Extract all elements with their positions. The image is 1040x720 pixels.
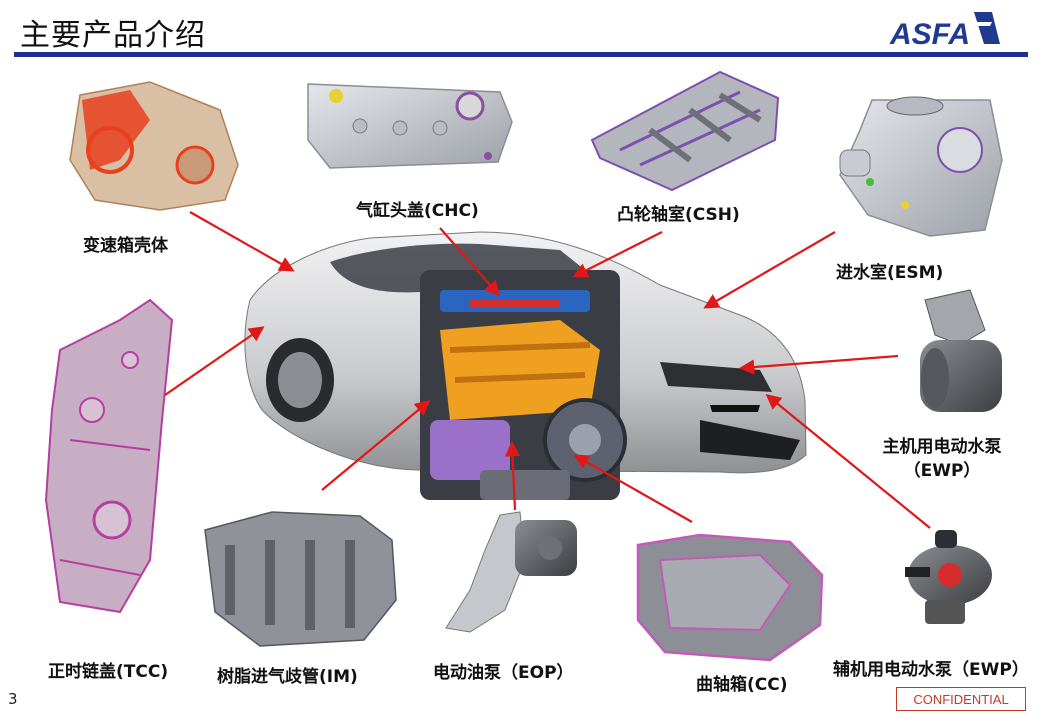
timing-chain-cover-image bbox=[44, 298, 174, 614]
water-inlet-housing-image bbox=[839, 96, 1003, 237]
slide-title: 主要产品介绍 bbox=[20, 18, 206, 53]
label-esm: 进水室(ESM) bbox=[836, 263, 944, 283]
arrow-chc bbox=[439, 227, 501, 297]
asfa-logo: ASFA bbox=[889, 12, 1000, 48]
confidential-badge: CONFIDENTIAL bbox=[896, 687, 1026, 711]
label-tcc: 正时链盖(TCC) bbox=[48, 662, 169, 682]
label-eop: 电动油泵（EOP） bbox=[433, 663, 574, 683]
page-number: 3 bbox=[8, 690, 18, 708]
arrow-im bbox=[321, 400, 431, 491]
label-im: 树脂进气歧管(IM) bbox=[217, 667, 358, 687]
arrow-tcc bbox=[164, 326, 265, 396]
pointer-arrows bbox=[164, 211, 931, 529]
auxiliary-electric-water-pump-image bbox=[905, 530, 992, 624]
arrow-eop bbox=[504, 440, 521, 511]
arrow-ewp-aux bbox=[765, 394, 931, 529]
title-rule bbox=[14, 52, 1028, 57]
arrow-esm bbox=[703, 231, 836, 309]
label-ewp-main-line1: 主机用电动水泵 bbox=[882, 437, 1002, 457]
label-csh: 凸轮轴室(CSH) bbox=[617, 205, 740, 225]
label-ewp-aux: 辅机用电动水泵（EWP） bbox=[833, 660, 1029, 680]
arrow-ewp-main bbox=[738, 354, 899, 375]
label-transmission-housing: 变速箱壳体 bbox=[83, 236, 168, 256]
transmission-housing-image bbox=[69, 81, 239, 211]
arrow-cc bbox=[573, 454, 693, 523]
label-chc: 气缸头盖(CHC) bbox=[356, 201, 479, 221]
logo-text: ASFA bbox=[889, 18, 970, 48]
intake-manifold-image bbox=[204, 511, 397, 647]
electric-oil-pump-image bbox=[445, 511, 577, 633]
cylinder-head-cover-image bbox=[307, 83, 513, 169]
camshaft-housing-image bbox=[590, 70, 780, 192]
label-cc: 曲轴箱(CC) bbox=[696, 675, 788, 695]
label-ewp-main-line2: （EWP） bbox=[903, 461, 981, 481]
crankcase-image bbox=[636, 533, 824, 662]
arrow-transmission bbox=[189, 211, 295, 272]
main-electric-water-pump-image bbox=[920, 289, 1002, 412]
engine-image bbox=[420, 270, 627, 500]
arrow-csh bbox=[572, 231, 663, 278]
